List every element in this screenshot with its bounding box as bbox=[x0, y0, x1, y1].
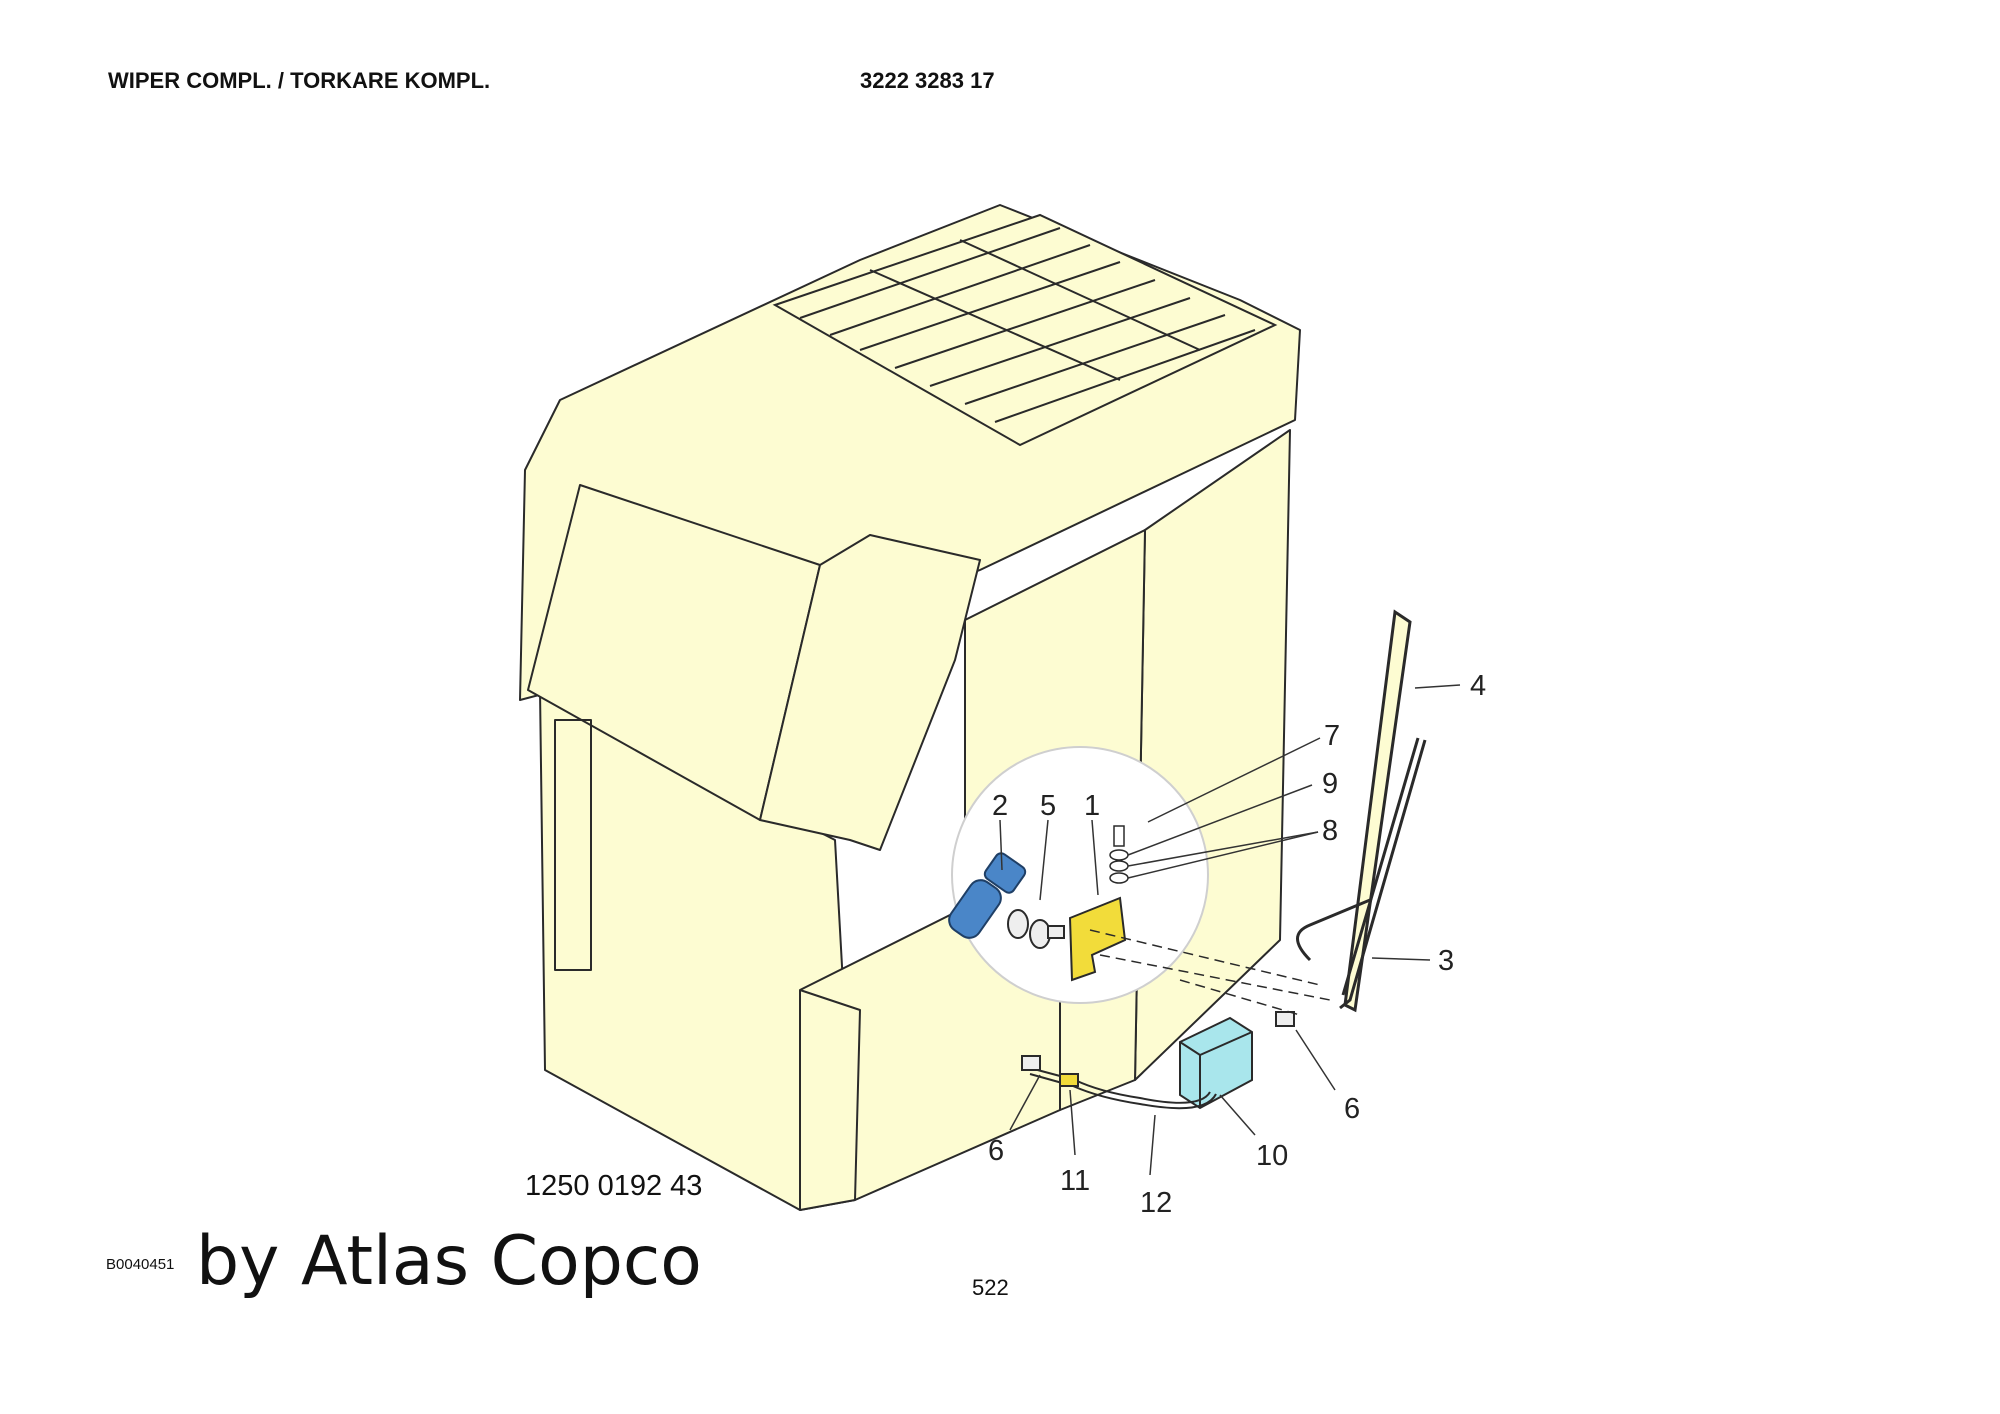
image-id: B0040451 bbox=[106, 1256, 175, 1273]
washer-hose bbox=[1029, 1067, 1217, 1110]
callout-8: 8 bbox=[1322, 815, 1338, 847]
nozzle-left bbox=[1021, 1055, 1041, 1071]
callout-2: 2 bbox=[992, 790, 1008, 822]
page-number: 522 bbox=[972, 1275, 1009, 1300]
left-panel-recess bbox=[554, 719, 592, 971]
callout-12: 12 bbox=[1140, 1187, 1172, 1219]
roof-corner-panel bbox=[759, 534, 981, 851]
reference-number: 1250 0192 43 bbox=[525, 1170, 703, 1202]
cabin-right-pillar bbox=[1134, 429, 1291, 1081]
callout-10: 10 bbox=[1256, 1140, 1288, 1172]
callout-7: 7 bbox=[1324, 720, 1340, 752]
leader-lines bbox=[999, 684, 1461, 1176]
callout-6-left: 6 bbox=[988, 1135, 1004, 1167]
page-title: WIPER COMPL. / TORKARE KOMPL. bbox=[108, 68, 491, 93]
callout-3: 3 bbox=[1438, 945, 1454, 977]
roof-rack bbox=[772, 213, 1278, 447]
wiper-arm bbox=[1296, 609, 1427, 1013]
mounting-bracket bbox=[1068, 896, 1127, 982]
lower-edge bbox=[799, 989, 861, 1201]
washer-reservoir bbox=[1179, 1016, 1253, 1110]
wiper-motor bbox=[948, 852, 1027, 939]
detail-circle bbox=[951, 746, 1209, 1004]
callout-5: 5 bbox=[1040, 790, 1056, 822]
callout-6-right: 6 bbox=[1344, 1093, 1360, 1125]
callout-11: 11 bbox=[1060, 1165, 1090, 1197]
nozzle-right bbox=[1275, 1011, 1295, 1027]
brand-text: by Atlas Copco bbox=[196, 1222, 702, 1301]
part-number: 3222 3283 17 bbox=[860, 68, 995, 93]
callout-4: 4 bbox=[1470, 670, 1486, 702]
assembly-lines bbox=[1089, 929, 1331, 1016]
callout-9: 9 bbox=[1322, 768, 1338, 800]
callout-1: 1 bbox=[1084, 790, 1100, 822]
shaft-fittings bbox=[1007, 909, 1065, 949]
